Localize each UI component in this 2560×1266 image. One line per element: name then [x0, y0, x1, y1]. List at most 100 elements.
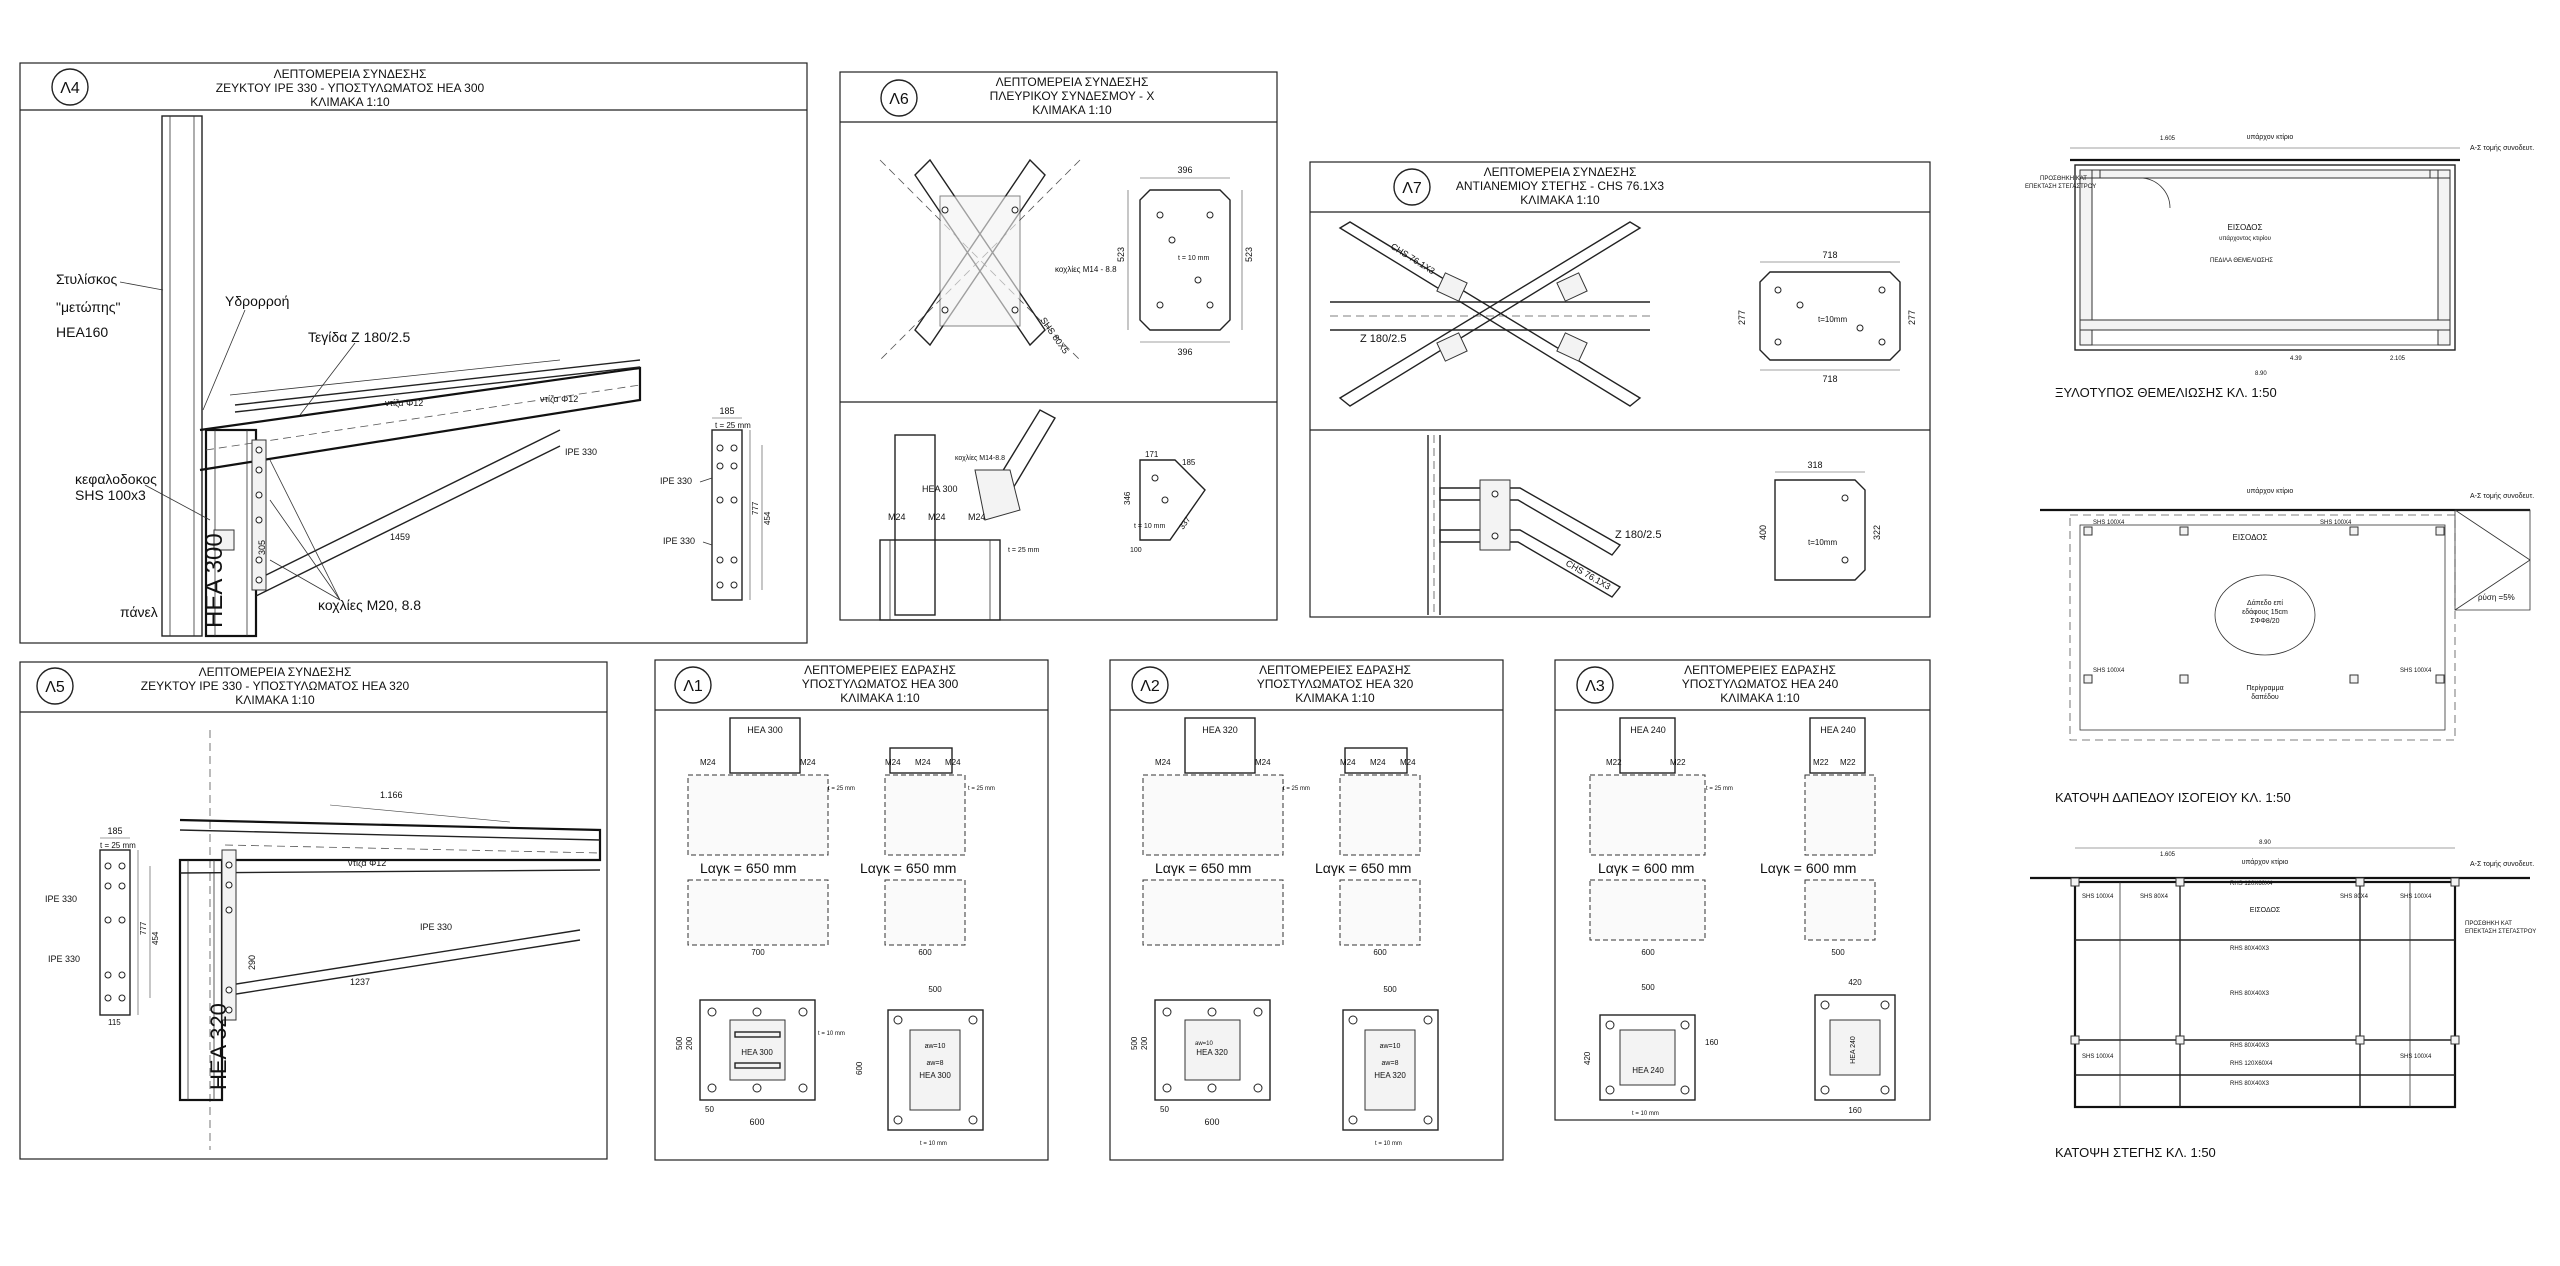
dim-718-bottom: 718	[1822, 374, 1837, 384]
panel-L3: Λ3 ΛΕΠΤΟΜΕΡΕΙΕΣ ΕΔΡΑΣΗΣ ΥΠΟΣΤΥΛΩΜΑΤΟΣ HE…	[1554, 659, 1931, 1121]
label-bolts-m14: κοχλίες Μ14 - 8.8	[1055, 265, 1117, 274]
panel-L5: Λ5 ΛΕΠΤΟΜΕΡΕΙΑ ΣΥΝΔΕΣΗΣ ΖΕΥΚΤΟΥ IPE 330 …	[19, 661, 608, 1160]
plate-label-ipe-1: IPE 330	[660, 476, 692, 486]
dim-500: 500	[1130, 1036, 1139, 1050]
plate-label-ipe-1: IPE 330	[45, 894, 77, 904]
label-hea: HEA 320	[1202, 725, 1238, 735]
label-column-hea320: HEA 320	[206, 1003, 231, 1090]
dim-718-top: 718	[1822, 250, 1837, 260]
label-entrance: ΕΙΣΟΔΟΣ	[2233, 533, 2268, 542]
dim-2105: 2.105	[2390, 356, 2406, 362]
panel-title-3: ΚΛΙΜΑΚΑ 1:10	[235, 693, 315, 707]
end-plate-detail	[99, 849, 131, 1016]
panel-title-1: ΛΕΠΤΟΜΕΡΕΙΕΣ ΕΔΡΑΣΗΣ	[804, 663, 956, 677]
panel-L7-frame	[1309, 161, 1931, 618]
label-future-1: ΠΡΟΣΘΗΚΗ ΚΑΤ	[2040, 176, 2087, 182]
dim-454: 454	[763, 511, 772, 525]
panel-title-2: ΠΛΕΥΡΙΚΟΥ ΣΥΝΔΕΣΜΟΥ - Χ	[990, 89, 1155, 103]
label-column-hea300: HEA 300	[201, 533, 228, 628]
label-weld-8: aw=8	[1382, 1060, 1399, 1067]
plan-title-foundation: ΞΥΛΟΤΥΠΟΣ ΘΕΜΕΛΙΩΣΗΣ ΚΛ. 1:50	[2055, 385, 2277, 400]
dim-500-top: 500	[928, 985, 942, 994]
dim-600-side: 600	[855, 1061, 864, 1075]
label-m24-a: M24	[888, 512, 906, 522]
label-m22-3: M22	[1813, 758, 1829, 767]
foundation-outline	[2074, 164, 2456, 351]
label-t10: t = 10 mm	[1375, 1141, 1402, 1147]
floor-note-1: Δάπεδο επί	[2247, 599, 2283, 607]
label-anchor-length: Lαγκ = 650 mm	[700, 860, 796, 876]
dim-171: 171	[1145, 450, 1159, 459]
dim-439: 4.39	[2290, 356, 2302, 362]
label-t10: t = 10 mm	[818, 1031, 845, 1037]
dim-890: 8.90	[2255, 371, 2267, 377]
panel-title-1: ΛΕΠΤΟΜΕΡΕΙΑ ΣΥΝΔΕΣΗΣ	[199, 665, 352, 679]
label-rhs120-2: RHS 120X60X4	[2230, 1061, 2273, 1067]
label-m24-2: M24	[800, 758, 816, 767]
label-m24-5: M24	[1400, 758, 1416, 767]
label-t25: t = 25 mm	[828, 786, 855, 792]
dim-t25: t = 25 mm	[715, 421, 751, 430]
label-hea-plate-2: HEA 240	[1850, 1036, 1857, 1064]
label-shs-3: SHS 100X4	[2093, 668, 2125, 674]
label-m24-4: M24	[915, 758, 931, 767]
label-hea-plate: HEA 320	[1196, 1048, 1228, 1057]
end-plate	[251, 439, 267, 591]
label-t25: t = 25 mm	[1008, 547, 1039, 554]
column-hea160	[161, 115, 203, 637]
label-chs-2: CHS 76.1X3	[1564, 558, 1612, 592]
dim-420-top: 420	[1848, 978, 1862, 987]
panel-title-2: ΑΝΤΙΑΝΕΜΙΟΥ ΣΤΕΓΗΣ - CHS 76.1X3	[1456, 179, 1665, 193]
label-gutter: Υδρορροή	[225, 293, 289, 309]
label-shs: SHS 100X4	[2082, 894, 2114, 900]
base-plate-plan	[699, 999, 816, 1101]
base-plate-plan	[1599, 1014, 1696, 1101]
panel-badge: Λ4	[60, 80, 80, 97]
dim-t25: t = 25 mm	[100, 841, 136, 850]
panel-L2-frame	[1109, 659, 1504, 1161]
label-m24-3: M24	[1340, 758, 1356, 767]
label-future-1: ΠΡΟΣΘΗΚΗ ΚΑΤ	[2465, 921, 2512, 927]
label-t10: t = 10 mm	[1178, 255, 1209, 262]
label-t10: t=10mm	[1818, 315, 1847, 324]
label-shs-2: SHS 100X4	[2320, 520, 2352, 526]
dim-890: 8.90	[2259, 840, 2271, 846]
label-z180: Z 180/2.5	[1360, 333, 1406, 345]
dim-337: 337	[1177, 515, 1192, 532]
dim-1237: 1237	[350, 977, 370, 987]
dim-777: 777	[139, 921, 148, 935]
label-m22-2: M22	[1670, 758, 1686, 767]
label-m22: M22	[1606, 758, 1622, 767]
dim-290: 290	[247, 955, 257, 970]
dim-318: 318	[1807, 460, 1822, 470]
label-hea: HEA 300	[747, 725, 783, 735]
chs-brace-1	[1338, 221, 1642, 407]
chs-brace-2	[1338, 221, 1642, 407]
panel-badge: Λ6	[889, 91, 909, 108]
label-stylos-1: Στυλίσκος	[56, 271, 118, 287]
plan-floor: υπάρχον κτίριο ρύση =5% SHS 100X4 SHS 10…	[2040, 487, 2534, 805]
label-ipe: IPE 330	[565, 447, 597, 457]
floor-note-3: ΣΦΦ8/20	[2250, 618, 2279, 625]
dim-50: 50	[1160, 1105, 1169, 1114]
dim-500: 500	[675, 1036, 684, 1050]
panel-title-1: ΛΕΠΤΟΜΕΡΕΙΑ ΣΥΝΔΕΣΗΣ	[274, 67, 427, 81]
label-shs-4: SHS 100X4	[2400, 1054, 2432, 1060]
label-t10b: t = 10 mm	[1134, 523, 1165, 530]
label-entrance: ΕΙΣΟΔΟΣ	[2228, 223, 2263, 232]
dim-400: 400	[1758, 525, 1768, 540]
dim-777: 777	[751, 501, 760, 515]
panel-title-2: ΥΠΟΣΤΥΛΩΜΑΤΟΣ HEA 320	[1257, 677, 1414, 691]
label-existing-building: υπάρχον κτίριο	[2247, 133, 2294, 141]
purlin-line	[234, 359, 641, 406]
dim-346: 346	[1123, 491, 1132, 505]
panel-L6: Λ6 ΛΕΠΤΟΜΕΡΕΙΑ ΣΥΝΔΕΣΗΣ ΠΛΕΥΡΙΚΟΥ ΣΥΝΔΕΣ…	[839, 71, 1278, 621]
floor-note-5: δαπέδου	[2251, 693, 2279, 701]
label-bolts: κοχλίες Μ20, 8.8	[318, 597, 421, 613]
label-t25-2: t = 25 mm	[968, 786, 995, 792]
dim-322: 322	[1872, 525, 1882, 540]
panel-title-3: ΚΛΙΜΑΚΑ 1:10	[1295, 691, 1375, 705]
panel-L6-frame	[839, 71, 1278, 621]
label-shs: SHS 100X4	[2093, 520, 2125, 526]
